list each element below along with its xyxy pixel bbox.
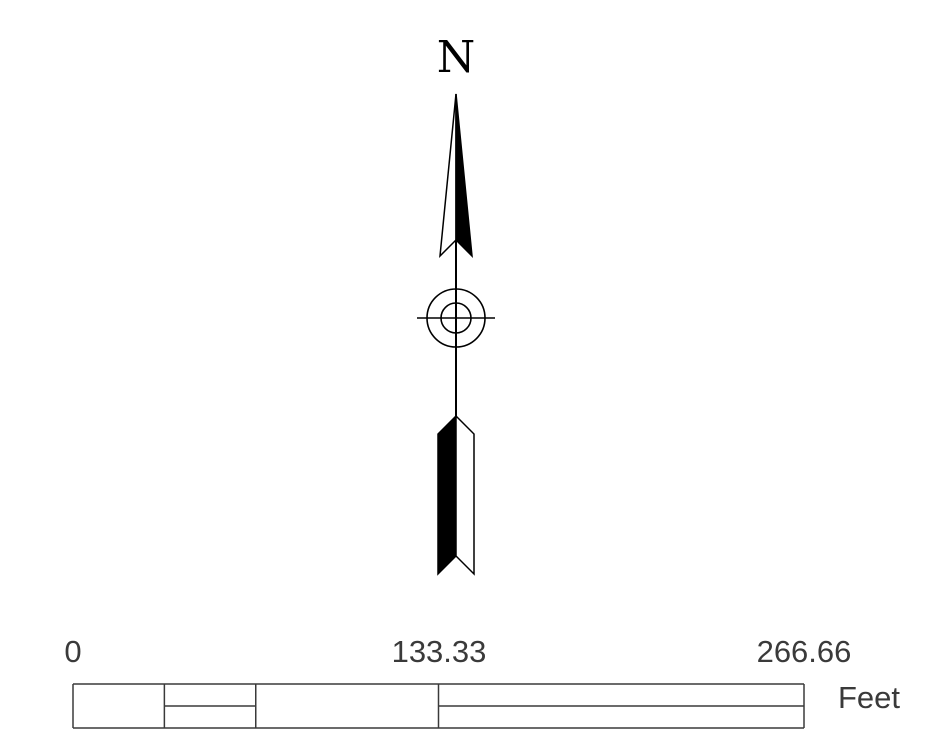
scale-tick-label-1: 133.33 [392,634,487,669]
arrowhead-right-half [455,93,473,259]
scale-bar-graphic [72,683,805,729]
arrowhead-left-half [439,93,457,259]
tail-left-half [437,414,457,576]
scale-bar: 0 133.33 266.66 Feet [64,634,900,729]
north-arrow-icon: N [417,32,495,576]
scale-unit-label: Feet [838,680,900,715]
north-label: N [437,32,476,83]
scale-tick-label-0: 0 [64,634,81,669]
scale-tick-label-2: 266.66 [757,634,852,669]
tail-right-half [455,414,475,576]
